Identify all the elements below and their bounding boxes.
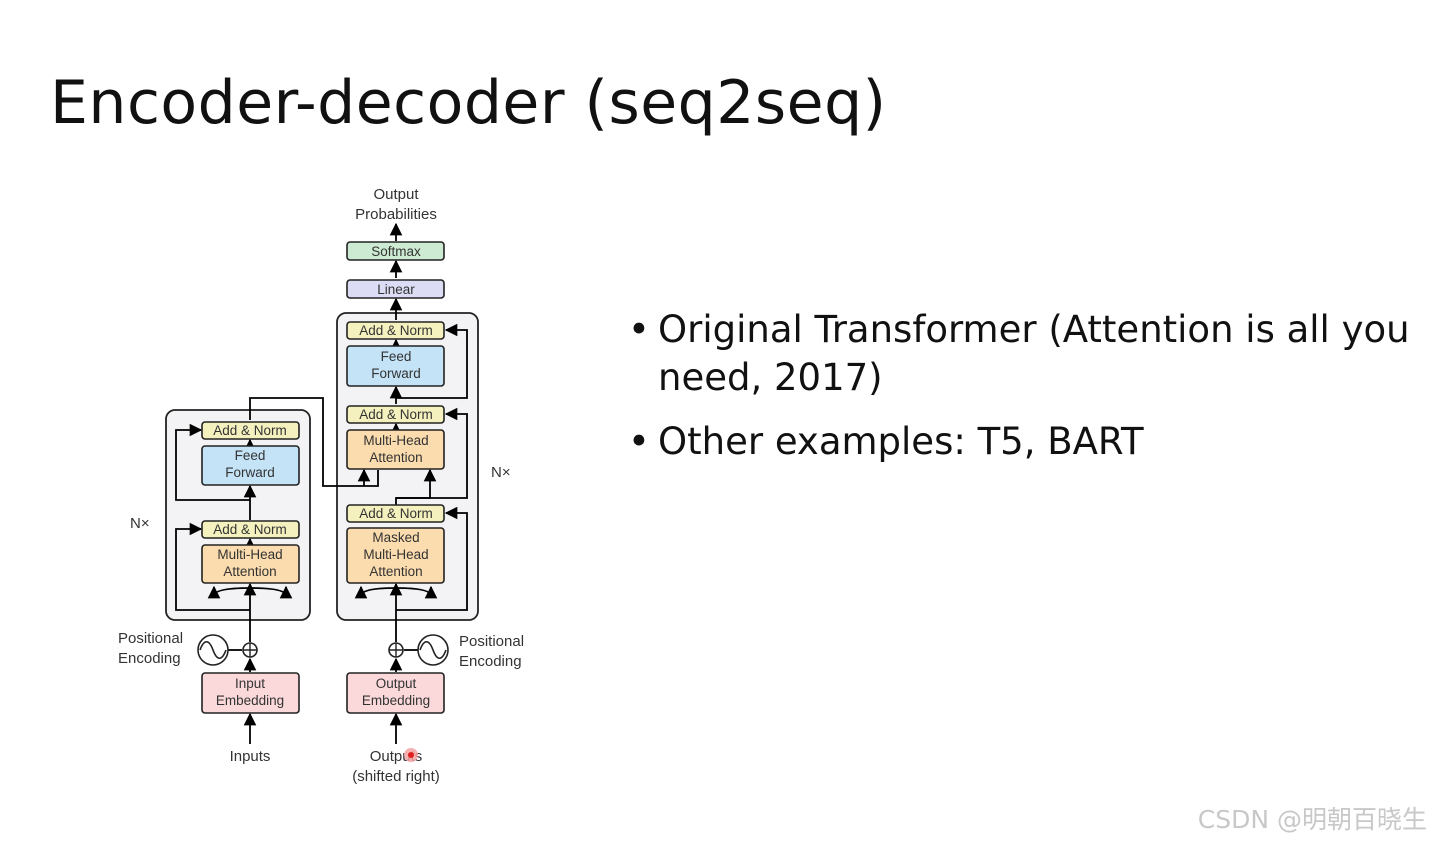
decoder-add-norm-mid	[346, 405, 445, 424]
encoder-attention-label: Multi-Head	[217, 547, 282, 562]
cursor-indicator	[408, 752, 414, 758]
output-probabilities-label: Output	[373, 186, 419, 203]
bullet-text: Original Transformer (Attention is all y…	[658, 308, 1410, 399]
bullet-dot: •	[628, 420, 650, 463]
decoder-add-norm-top	[346, 321, 445, 340]
output-embedding-block	[346, 672, 445, 714]
input-embedding-block	[201, 672, 300, 714]
encoder-add-norm-bottom	[201, 520, 300, 539]
decoder-positional-encoding-label: Positional	[459, 633, 524, 650]
outputs-shifted-label: (shifted right)	[352, 768, 440, 785]
bullet-dot: •	[628, 308, 650, 351]
encoder-add-norm-top	[201, 421, 300, 440]
decoder-feed-forward-label: Forward	[371, 366, 421, 381]
output-embedding-label: Output	[376, 676, 417, 691]
linear-block	[346, 279, 445, 299]
encoder-feed-forward-label: Forward	[225, 465, 275, 480]
decoder-feed-forward-label: Feed	[381, 349, 412, 364]
decoder-masked-attention	[346, 527, 445, 584]
decoder-masked-attention-label: Multi-Head	[363, 547, 428, 562]
encoder-add-icon	[243, 643, 257, 657]
bullet-text: Other examples: T5, BART	[658, 420, 1144, 463]
decoder-repeat-label: N×	[491, 464, 511, 481]
bullet-item: •Other examples: T5, BART	[628, 418, 1418, 466]
encoder-add-norm-bottom-label: Add & Norm	[213, 522, 287, 537]
encoder-multi-head-attention	[201, 544, 300, 584]
decoder-attention-label: Multi-Head	[363, 433, 428, 448]
decoder-add-icon	[389, 643, 403, 657]
decoder-masked-attention-label: Attention	[369, 564, 422, 579]
decoder-feed-forward	[346, 345, 445, 387]
output-embedding-label: Embedding	[362, 693, 430, 708]
bullet-list: •Original Transformer (Attention is all …	[628, 306, 1418, 482]
encoder-feed-forward	[201, 445, 300, 486]
slide-title: Encoder-decoder (seq2seq)	[50, 68, 887, 138]
decoder-multi-head-attention	[346, 429, 445, 470]
encoder-sine-wave-icon	[199, 640, 227, 660]
encoder-repeat-label: N×	[130, 515, 150, 532]
decoder-add-norm-bottom-label: Add & Norm	[359, 506, 433, 521]
softmax-block	[346, 241, 445, 261]
bullet-item: •Original Transformer (Attention is all …	[628, 306, 1418, 402]
decoder-add-norm-mid-label: Add & Norm	[359, 407, 433, 422]
output-probabilities-label: Probabilities	[355, 206, 437, 223]
decoder-add-norm-bottom	[346, 504, 445, 523]
watermark: CSDN @明朝百晓生	[1197, 805, 1427, 834]
inputs-label: Inputs	[230, 748, 271, 765]
decoder-attention-label: Attention	[369, 450, 422, 465]
encoder-positional-encoding-label: Encoding	[118, 650, 181, 667]
softmax-label: Softmax	[371, 244, 421, 259]
encoder-positional-encoding-label: Positional	[118, 630, 183, 647]
input-embedding-label: Input	[235, 676, 265, 691]
decoder-positional-encoding-label: Encoding	[459, 653, 522, 670]
input-embedding-label: Embedding	[216, 693, 284, 708]
encoder-add-norm-top-label: Add & Norm	[213, 423, 287, 438]
encoder-feed-forward-label: Feed	[235, 448, 266, 463]
decoder-add-norm-top-label: Add & Norm	[359, 323, 433, 338]
decoder-masked-attention-label: Masked	[372, 530, 419, 545]
encoder-attention-label: Attention	[223, 564, 276, 579]
linear-label: Linear	[377, 282, 415, 297]
decoder-sine-wave-icon	[419, 640, 447, 660]
